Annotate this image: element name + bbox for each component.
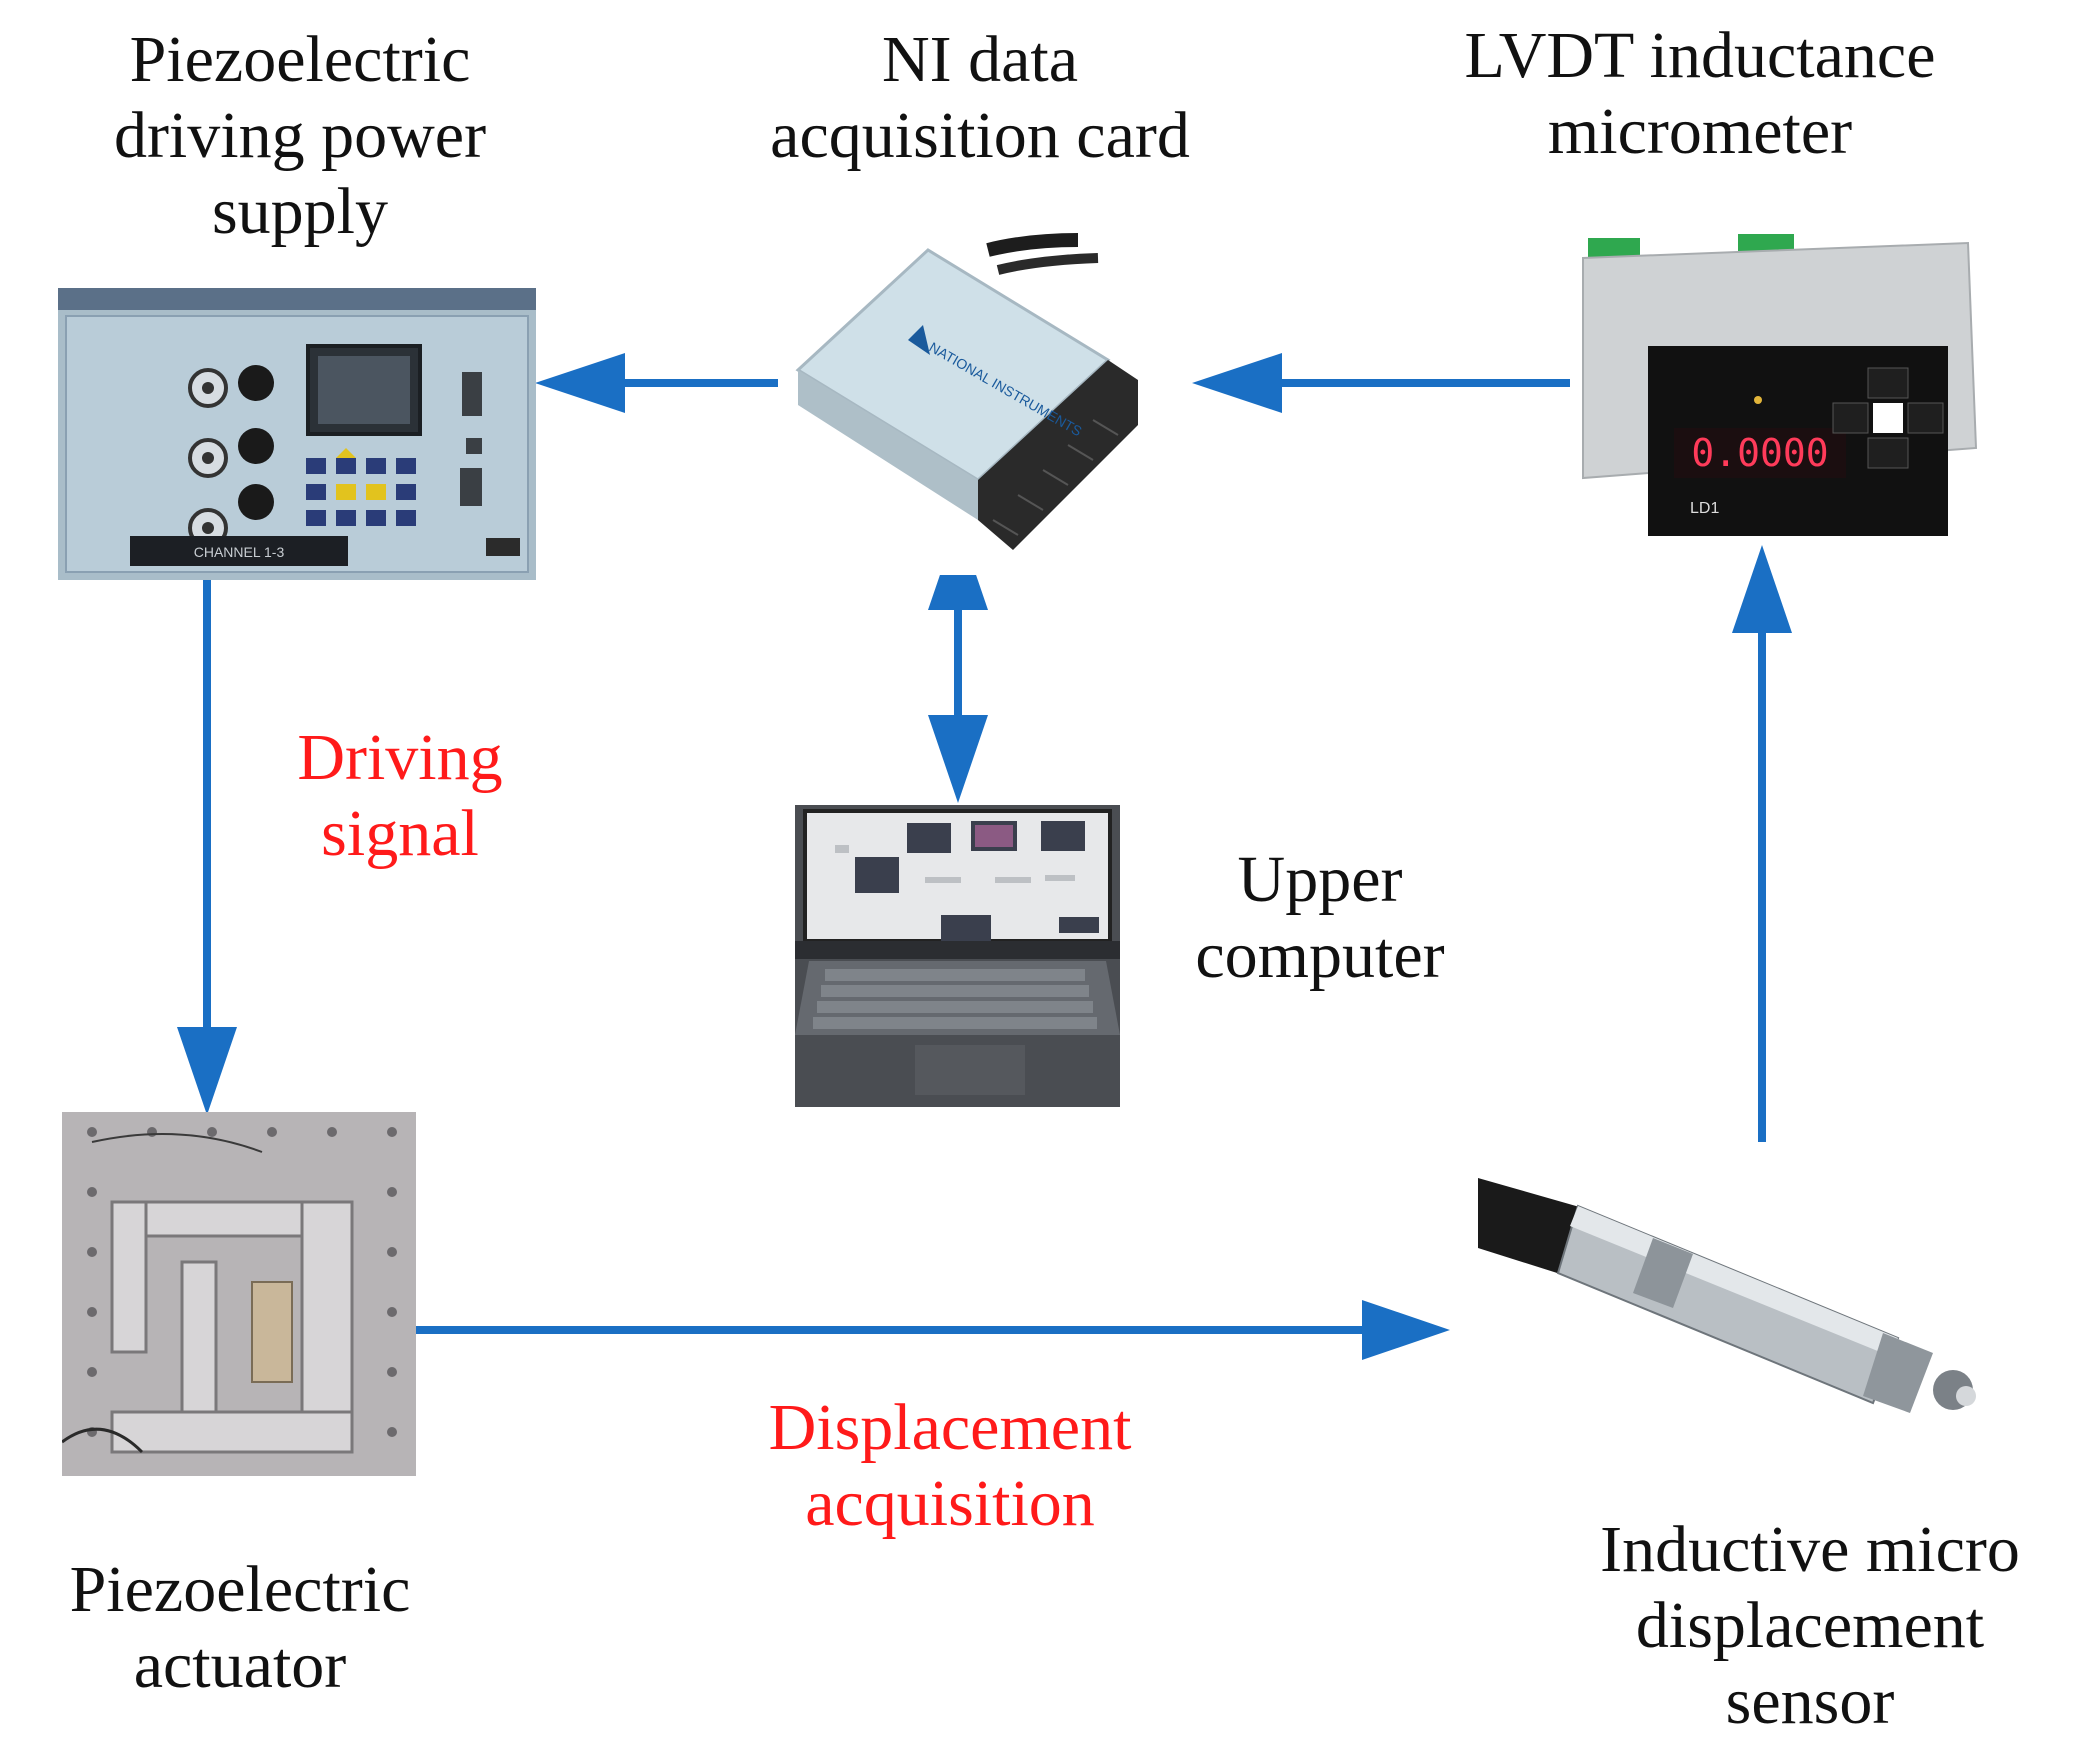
arrow-head-actuator-to-sensor	[1362, 1300, 1450, 1360]
label-ni-card: NI data acquisition card	[770, 23, 1190, 172]
label-displacement-acquisition: Displacement acquisition	[768, 1391, 1132, 1540]
power-supply-channel-label: CHANNEL 1-3	[194, 544, 285, 560]
actuator-photo	[62, 1112, 416, 1476]
lvdt-model-label: LD1	[1690, 500, 1719, 517]
sensor-photo	[1478, 1168, 2016, 1440]
label-sensor: Inductive micro displacement sensor	[1600, 1513, 2020, 1738]
lvdt-photo: 0.0000 LD1	[1578, 228, 1978, 540]
arrow-head-lvdt-to-ni	[1192, 353, 1282, 413]
arrow-head-sensor-to-lvdt	[1732, 545, 1792, 633]
label-driving-signal: Driving signal	[297, 721, 503, 870]
ni-card-photo: NATIONAL INSTRUMENTS	[778, 230, 1144, 575]
label-power-supply: Piezoelectric driving power supply	[113, 23, 487, 248]
upper-computer-photo	[795, 805, 1120, 1107]
arrow-head-down-computer	[928, 715, 988, 803]
lvdt-display-value: 0.0000	[1691, 431, 1828, 475]
label-upper-computer: Upper computer	[1195, 843, 1445, 992]
arrow-head-ni-to-power	[535, 353, 625, 413]
label-actuator: Piezoelectric actuator	[69, 1553, 411, 1702]
arrow-head-power-to-actuator	[177, 1027, 237, 1115]
label-lvdt: LVDT inductance micrometer	[1464, 19, 1936, 168]
power-supply-photo: CHANNEL 1-3	[58, 288, 536, 580]
